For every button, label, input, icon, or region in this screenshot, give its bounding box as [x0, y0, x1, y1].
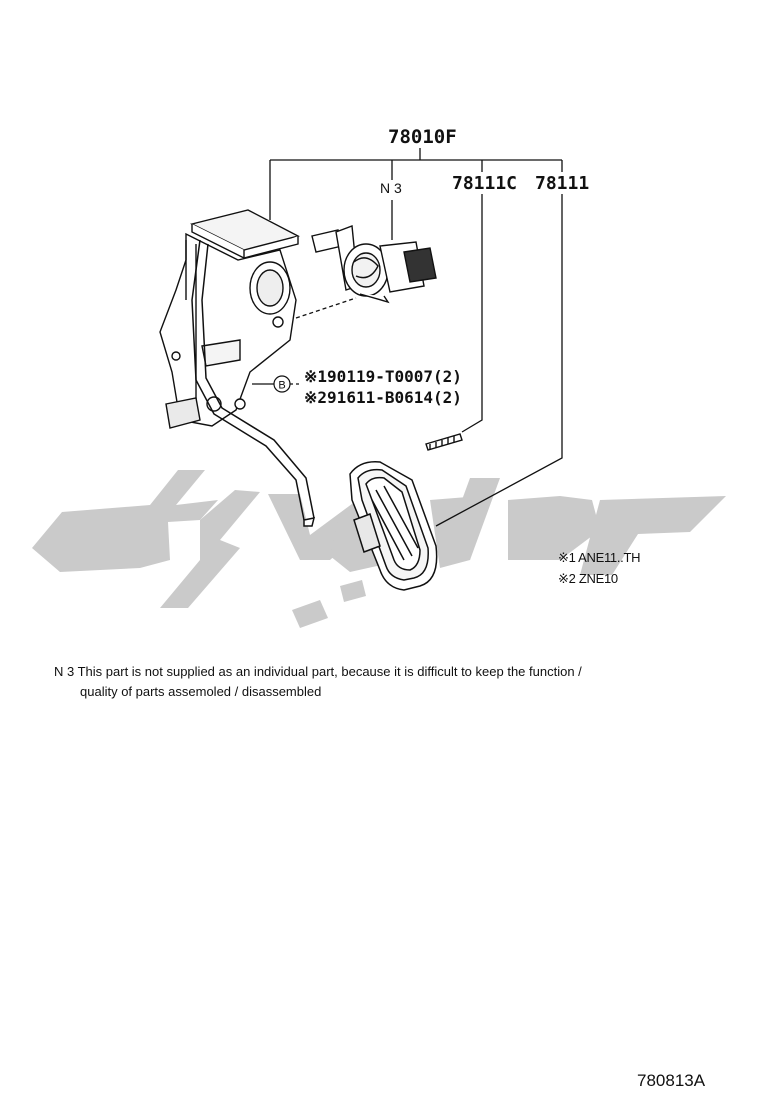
leader-lines — [175, 148, 563, 527]
applicability-2: ※2 ZNE10 — [558, 571, 618, 587]
bolt-2-qty: (2) — [433, 388, 462, 407]
pedal-arm — [191, 239, 316, 527]
pedal-bracket — [159, 209, 300, 429]
bolt-2-number: 91611-B0614 — [327, 388, 434, 407]
part-number-pad: 78111 — [535, 173, 590, 194]
note-text-line-1: N 3 This part is not supplied as an indi… — [54, 664, 582, 679]
app-2-mark: ※2 — [558, 571, 576, 586]
bolt-2-mark: ※2 — [304, 388, 328, 407]
app-2-text: ZNE10 — [578, 571, 618, 586]
throttle-sensor — [311, 225, 437, 304]
app-1-text: ANE11..TH — [578, 550, 641, 565]
diagram-id: 780813A — [637, 1071, 706, 1090]
bolt-1-qty: (2) — [433, 367, 462, 386]
bolt-part-2: ※291611-B0614(2) — [304, 388, 462, 407]
part-number-pad-c: 78111C — [452, 173, 518, 194]
app-1-mark: ※1 — [558, 550, 576, 565]
callout-b-label: B — [278, 380, 285, 392]
part-number-assembly: 78010F — [388, 126, 457, 148]
watermark-logo — [32, 470, 726, 628]
pad-pin — [425, 433, 463, 451]
bolt-1-mark: ※1 — [304, 367, 328, 386]
bolt-1-number: 90119-T0007 — [327, 367, 434, 386]
applicability-1: ※1 ANE11..TH — [558, 550, 641, 566]
pedal-pad — [349, 461, 438, 591]
bolt-part-1: ※190119-T0007(2) — [304, 367, 462, 386]
note-tag-n3: N 3 — [380, 180, 402, 196]
note-text-line-2: quality of parts assemoled / disassemble… — [80, 684, 322, 699]
callout-b: B — [273, 375, 291, 393]
